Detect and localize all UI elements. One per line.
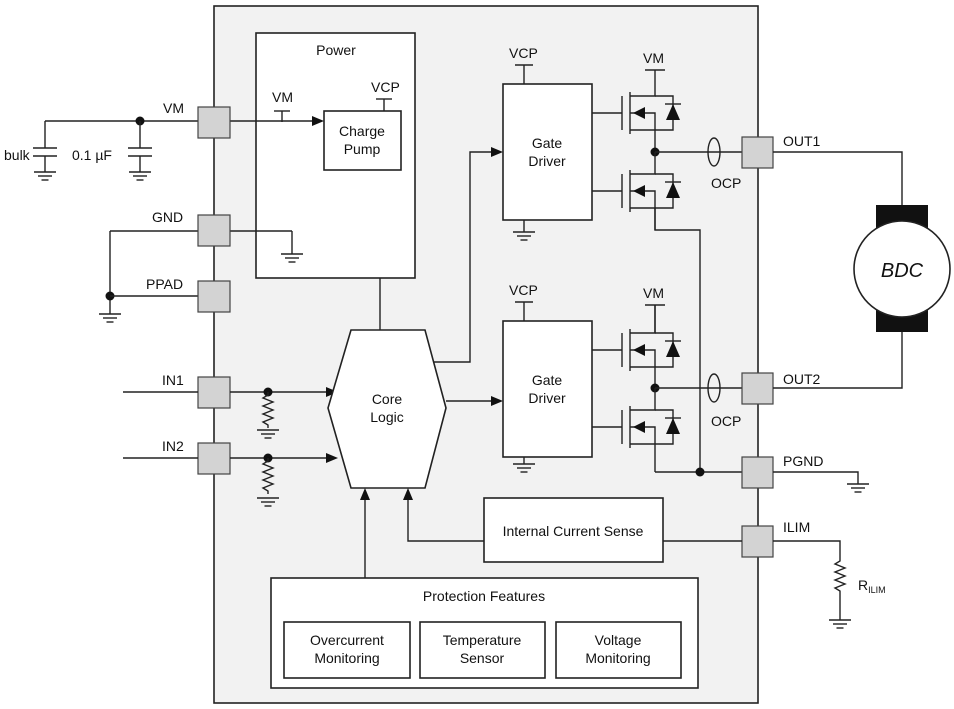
ocp-2-sensor-icon <box>707 373 721 403</box>
internal-current-sense-label: Internal Current Sense <box>503 523 644 539</box>
gate-driver-1-vcp-label: VCP <box>509 45 538 61</box>
pin-in2-label: IN2 <box>162 438 184 454</box>
pin-in2 <box>197 442 231 475</box>
pin-out1-label: OUT1 <box>783 133 821 149</box>
bulk-ground-icon <box>33 171 57 181</box>
charge-pump-block <box>323 110 402 171</box>
pin-ilim-label: ILIM <box>783 519 810 535</box>
pin-vm <box>197 106 231 139</box>
overcurrent-label-1: Overcurrent <box>310 632 384 648</box>
temperature-sensor-block <box>419 621 546 679</box>
hb2-vm-label: VM <box>643 285 664 301</box>
pin-ppad <box>197 280 231 313</box>
rilim-label: RILIM <box>858 577 886 595</box>
gate-driver-1-label-1: Gate <box>532 135 563 151</box>
pin-vm-label: VM <box>163 100 184 116</box>
core-logic-label-1: Core <box>372 391 403 407</box>
pin-in1-label: IN1 <box>162 372 184 388</box>
overcurrent-label-2: Monitoring <box>314 650 379 666</box>
bulk-cap-label: bulk <box>4 147 31 163</box>
power-vm-label: VM <box>272 89 293 105</box>
pin-pgnd-label: PGND <box>783 453 823 469</box>
motor-icon <box>853 220 951 318</box>
gate-driver-1-block <box>502 83 593 221</box>
voltage-label-2: Monitoring <box>585 650 650 666</box>
pin-gnd <box>197 214 231 247</box>
temperature-label-1: Temperature <box>443 632 522 648</box>
pin-ilim <box>741 525 774 558</box>
pin-in1 <box>197 376 231 409</box>
charge-pump-label-1: Charge <box>339 123 385 139</box>
motor-label: BDC <box>881 260 924 282</box>
core-logic-block <box>327 329 447 489</box>
internal-current-sense-block <box>483 497 664 563</box>
protection-features-label: Protection Features <box>423 588 545 604</box>
ppad-ground-icon <box>98 313 122 323</box>
ilim-ground-icon <box>828 619 852 629</box>
half-bridge-1: VM OCP <box>592 50 742 472</box>
voltage-monitoring-block <box>555 621 682 679</box>
power-block-label: Power <box>316 42 356 58</box>
overcurrent-monitoring-block <box>283 621 411 679</box>
pin-gnd-label: GND <box>152 209 183 225</box>
gate-driver-2-label-1: Gate <box>532 372 563 388</box>
half-bridge-2: VM OCP <box>592 285 742 477</box>
rilim-resistor <box>834 557 846 595</box>
pin-out1 <box>741 136 774 169</box>
ocp-1-sensor-icon <box>707 137 721 167</box>
ocp-1-label: OCP <box>711 175 741 191</box>
gate-driver-2-vcp-label: VCP <box>509 282 538 298</box>
decoupling-cap-label: 0.1 µF <box>72 147 112 163</box>
gate-driver-2-block <box>502 320 593 458</box>
pin-out2-label: OUT2 <box>783 371 821 387</box>
pin-ppad-label: PPAD <box>146 276 183 292</box>
temperature-label-2: Sensor <box>460 650 505 666</box>
pin-out2 <box>741 372 774 405</box>
charge-pump-label-2: Pump <box>344 141 381 157</box>
pgnd-ground-icon <box>846 483 870 493</box>
ocp-2-label: OCP <box>711 413 741 429</box>
pin-pgnd <box>741 456 774 489</box>
gate-driver-2-label-2: Driver <box>528 390 566 406</box>
voltage-label-1: Voltage <box>595 632 642 648</box>
core-logic-label-2: Logic <box>370 409 403 425</box>
charge-pump-vcp-label: VCP <box>371 79 400 95</box>
cap-ground-icon <box>128 171 152 181</box>
hb1-vm-label: VM <box>643 50 664 66</box>
gate-driver-1-label-2: Driver <box>528 153 566 169</box>
